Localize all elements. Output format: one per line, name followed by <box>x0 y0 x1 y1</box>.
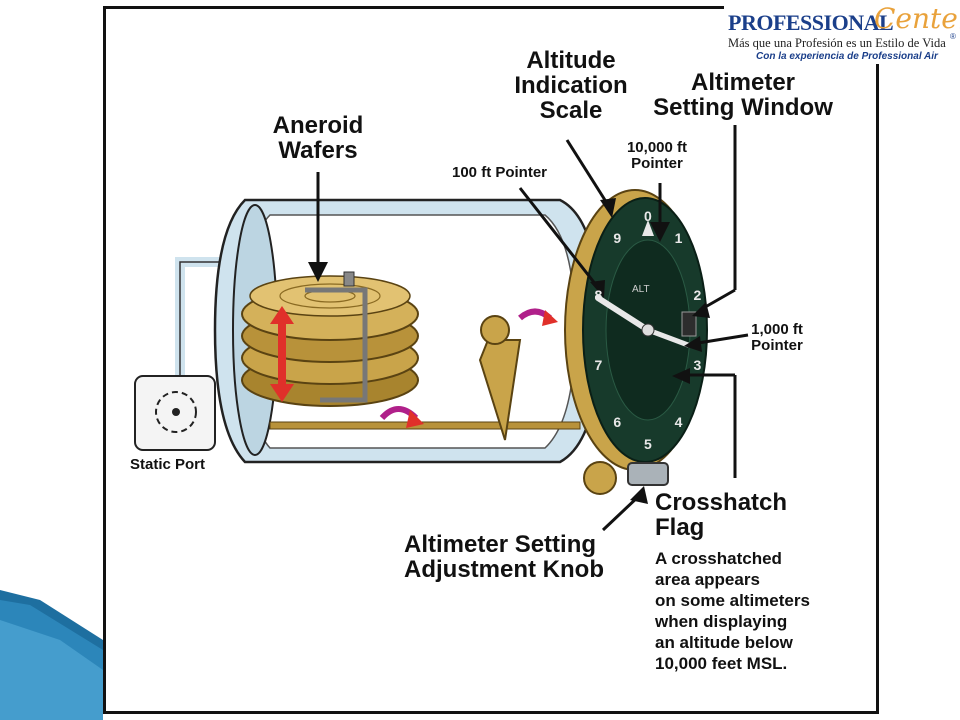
company-logo: PROFESSIONAL Center ® Más que una Profes… <box>724 2 960 64</box>
logo-subtitle: Con la experiencia de Professional Air <box>756 51 938 62</box>
dial-center-text: ALT <box>632 284 650 295</box>
linkage-frame <box>305 287 368 403</box>
label-aneroid-line1: Aneroid <box>272 112 364 139</box>
label-setting-window-line2: Setting Window <box>653 94 833 122</box>
setting-window <box>681 311 697 337</box>
dial-number: 1 <box>675 230 683 246</box>
logo-tagline: Más que una Profesión es un Estilo de Vi… <box>728 36 946 50</box>
100ft-pointer-hand <box>595 295 651 333</box>
dial-hub <box>641 323 655 337</box>
static-port-ring <box>155 391 197 433</box>
logo-registered-mark: ® <box>950 32 956 41</box>
adjustment-knob <box>627 462 669 486</box>
label-10000ft-line1: 10,000 ft <box>626 139 688 156</box>
drive-shaft <box>269 421 581 430</box>
crosshatch-description-line: when displaying <box>655 612 788 631</box>
logo-brand-second: Center <box>874 2 960 35</box>
label-altitude-scale-line3: Scale <box>539 97 603 125</box>
10000ft-pointer-hand <box>642 220 654 236</box>
label-10000ft-pointer: 10,000 ft Pointer <box>616 140 698 172</box>
dial-number: 3 <box>694 357 702 373</box>
label-1000ft-line1: 1,000 ft <box>751 321 803 338</box>
label-100ft-pointer: 100 ft Pointer <box>452 164 548 181</box>
label-altitude-scale-line2: Indication <box>514 72 628 100</box>
leader-arrowheads <box>308 198 710 504</box>
label-crosshatch-line2: Flag <box>655 514 705 542</box>
static-port-hole <box>172 408 180 416</box>
label-adjustment-knob: Altimeter Setting Adjustment Knob <box>404 531 604 584</box>
label-1000ft-line2: Pointer <box>751 336 803 354</box>
label-setting-window: Altimeter Setting Window <box>648 69 838 122</box>
label-10000ft-line2: Pointer <box>631 154 683 172</box>
knob-gear <box>583 461 617 495</box>
sector-gear <box>478 339 522 441</box>
dial-numbers: 0 1 2 3 4 5 6 7 8 9 <box>595 208 702 452</box>
logo-brand-first: PROFESSIONAL <box>728 10 894 35</box>
label-crosshatch-line1: Crosshatch <box>655 489 788 516</box>
label-crosshatch-flag: Crosshatch Flag <box>655 489 788 542</box>
label-knob-line2: Adjustment Knob <box>404 556 604 584</box>
1000ft-pointer-hand <box>645 327 691 348</box>
label-knob-line1: Altimeter Setting <box>404 531 597 558</box>
label-static-port: Static Port <box>130 456 206 473</box>
crosshatch-description-line: area appears <box>655 570 760 589</box>
dial-number: 7 <box>595 357 603 373</box>
label-setting-window-line1: Altimeter <box>690 69 796 96</box>
dial-number: 4 <box>675 414 683 430</box>
pinion-gear <box>480 315 510 345</box>
crosshatch-description-line: A crosshatched <box>655 549 782 568</box>
crosshatch-description-line: on some altimeters <box>655 591 810 610</box>
dial-number: 9 <box>613 230 621 246</box>
dial-number: 2 <box>694 287 702 303</box>
crosshatch-description-line: an altitude below <box>655 633 793 652</box>
label-altitude-scale-line1: Altitude <box>526 47 616 74</box>
label-1000ft-pointer: 1,000 ft Pointer <box>742 322 812 354</box>
dial-number: 0 <box>644 208 652 224</box>
label-altitude-scale: Altitude Indication Scale <box>508 48 634 124</box>
crosshatch-description-line: 10,000 feet MSL. <box>655 654 788 673</box>
dial-number: 6 <box>613 414 621 430</box>
label-aneroid-wafers: Aneroid Wafers <box>268 112 368 165</box>
label-aneroid-line2: Wafers <box>278 137 358 165</box>
dial-number: 5 <box>644 436 652 452</box>
expansion-arrow <box>270 306 294 402</box>
crosshatch-description: A crosshatched area appears on some altime… <box>655 548 810 674</box>
dial-number: 8 <box>595 287 603 303</box>
